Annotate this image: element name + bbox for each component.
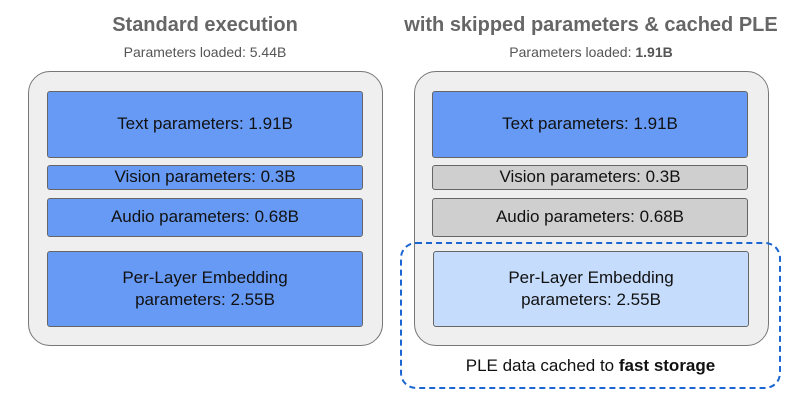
cache-note: PLE data cached to fast storage — [400, 356, 781, 376]
left-title: Standard execution — [112, 14, 298, 36]
subtitle-label: Parameters loaded: — [123, 44, 250, 60]
subtitle-value: 5.44B — [249, 44, 287, 60]
subtitle-value: 1.91B — [635, 44, 673, 60]
right-audio-params: Audio parameters: 0.68B — [432, 198, 748, 237]
right-vision-params: Vision parameters: 0.3B — [432, 165, 748, 190]
left-ple-params: Per-Layer Embedding parameters: 2.55B — [47, 251, 363, 327]
cache-note-text: PLE data cached to — [465, 356, 619, 375]
left-text-params: Text parameters: 1.91B — [47, 91, 363, 158]
subtitle-label: Parameters loaded: — [509, 44, 636, 60]
right-subtitle: Parameters loaded: 1.91B — [391, 44, 791, 60]
right-text-params: Text parameters: 1.91B — [432, 91, 748, 158]
ple-cache-region — [400, 242, 781, 389]
left-subtitle: Parameters loaded: 5.44B — [5, 44, 405, 60]
left-audio-params: Audio parameters: 0.68B — [47, 198, 363, 237]
cache-note-bold: fast storage — [618, 356, 716, 375]
right-ple-params: Per-Layer Embedding parameters: 2.55B — [433, 251, 749, 327]
left-vision-params: Vision parameters: 0.3B — [47, 165, 363, 190]
right-title: with skipped parameters & cached PLE — [404, 14, 778, 36]
